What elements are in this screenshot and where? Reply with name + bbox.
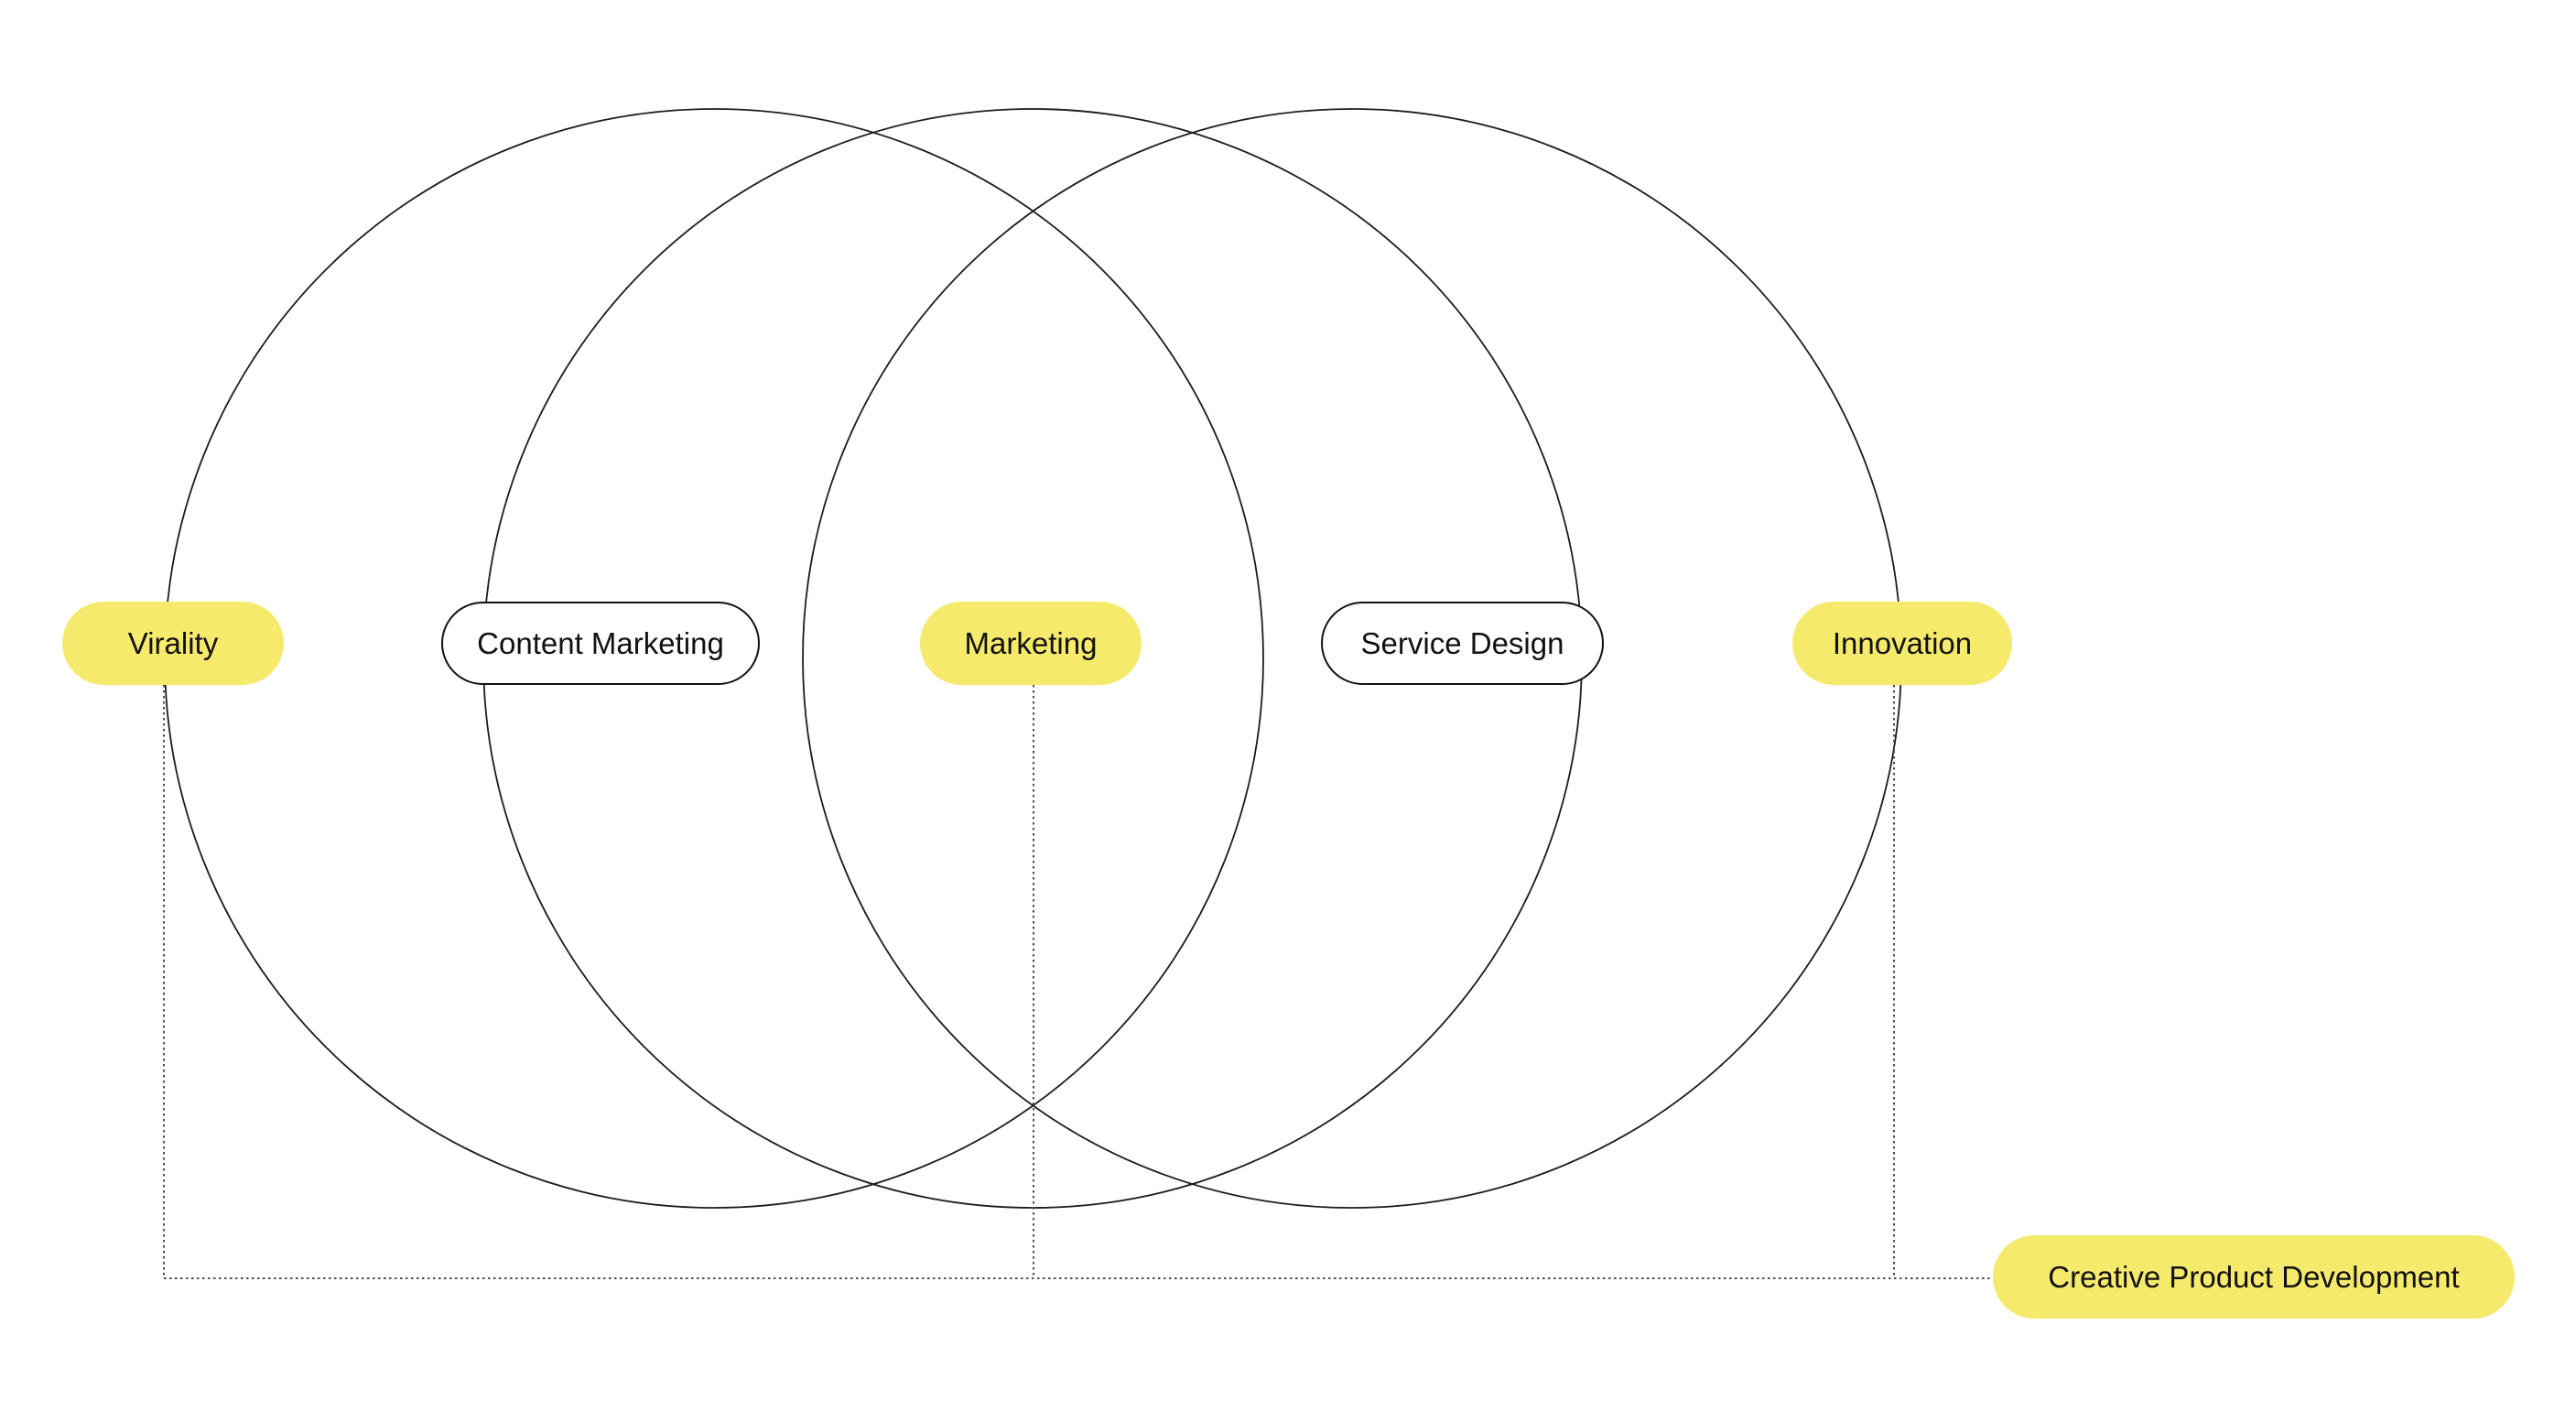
label-pill-marketing[interactable]: Marketing: [920, 602, 1142, 685]
label-text-innovation: Innovation: [1832, 625, 1973, 660]
label-text-content-marketing: Content Marketing: [477, 625, 724, 660]
label-pill-innovation[interactable]: Innovation: [1792, 602, 2012, 685]
label-text-creative-product-development: Creative Product Development: [2048, 1259, 2460, 1294]
label-pill-virality[interactable]: Virality: [62, 602, 284, 685]
label-text-virality: Virality: [127, 625, 219, 660]
label-text-marketing: Marketing: [964, 625, 1098, 660]
label-text-service-design: Service Design: [1360, 625, 1564, 660]
label-pill-creative-product-development[interactable]: Creative Product Development: [1993, 1235, 2515, 1319]
label-pill-content-marketing[interactable]: Content Marketing: [441, 602, 760, 685]
label-pill-service-design[interactable]: Service Design: [1321, 602, 1604, 685]
